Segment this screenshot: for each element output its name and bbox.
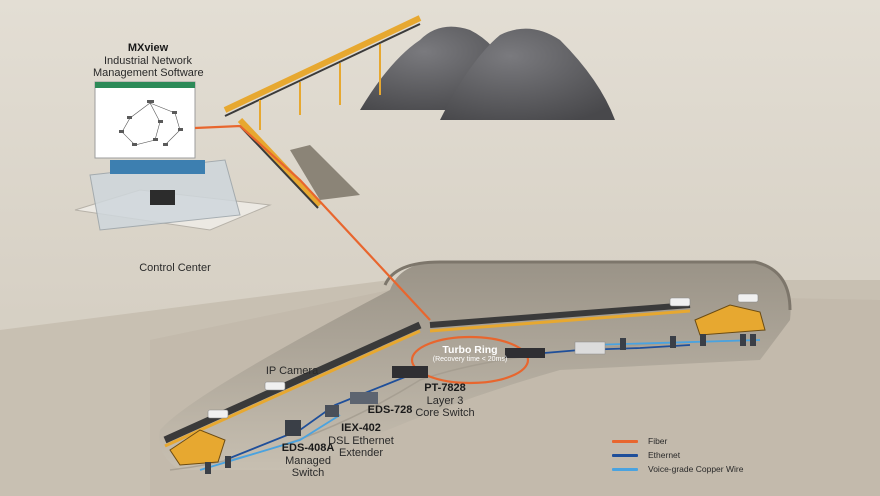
iex402-label: IEX-402 DSL Ethernet Extender xyxy=(320,422,402,460)
control-center-label: Control Center xyxy=(139,262,211,274)
software-description-line1: Industrial Network xyxy=(103,54,193,67)
legend-swatch xyxy=(612,439,638,443)
eds408a-line1: Managed xyxy=(285,454,331,467)
eds408a-label: EDS-408A Managed Switch xyxy=(268,442,348,480)
software-description-line2: Management Software xyxy=(93,67,204,80)
turbo-ring-title: Turbo Ring xyxy=(442,344,498,356)
eds408a-line2: Switch xyxy=(291,467,325,480)
surface-conveyor xyxy=(223,15,422,113)
software-name: MXview xyxy=(127,42,169,54)
legend-label: Ethernet xyxy=(648,450,681,460)
mining-machine-left xyxy=(169,429,226,466)
legend-label: Voice-grade Copper Wire xyxy=(648,464,744,474)
ip-camera-label: IP Camera xyxy=(265,365,319,377)
tunnel-conveyor-left xyxy=(163,321,422,444)
rock-pile-right xyxy=(440,28,615,121)
legend-item-copper: Voice-grade Copper Wire xyxy=(612,462,743,476)
legend-swatch xyxy=(612,467,638,471)
pt7828-device xyxy=(392,366,428,378)
tunnel-extender-device xyxy=(574,341,606,355)
fiber-cable-surface xyxy=(194,124,431,321)
copper-wire-left xyxy=(199,414,341,471)
mxview-screen xyxy=(94,81,196,159)
turbo-ring xyxy=(410,335,530,385)
turbo-ring-label: Turbo Ring (Recovery time < 20ms) xyxy=(418,344,522,364)
legend-swatch xyxy=(612,453,638,457)
eds408a-device xyxy=(285,420,301,436)
legend-item-fiber: Fiber xyxy=(612,434,743,448)
video-wall xyxy=(110,160,205,174)
mxview-label: MXview Industrial Network Management Sof… xyxy=(93,42,204,80)
turbo-ring-subtitle: (Recovery time < 20ms) xyxy=(432,356,508,364)
pt7828-line2: Core Switch xyxy=(415,407,475,420)
eds728-label: EDS-728 xyxy=(367,404,413,416)
iex402-line1: DSL Ethernet xyxy=(328,434,394,447)
legend: Fiber Ethernet Voice-grade Copper Wire xyxy=(612,434,743,476)
tunnel-conveyor-right xyxy=(429,302,691,328)
pt7828-label: PT-7828 Layer 3 Core Switch xyxy=(405,382,485,420)
mining-machine-right xyxy=(694,304,766,336)
legend-label: Fiber xyxy=(648,436,668,446)
ip-camera-icon xyxy=(669,297,691,307)
tunnel-switch-device xyxy=(505,348,545,358)
eds408a-model: EDS-408A xyxy=(281,442,335,454)
operator-desk xyxy=(150,190,175,205)
pt7828-model: PT-7828 xyxy=(424,382,466,394)
ip-camera-icon xyxy=(737,293,759,303)
iex402-device xyxy=(325,405,339,417)
pt7828-line1: Layer 3 xyxy=(426,394,464,407)
iex402-line2: Extender xyxy=(338,447,384,460)
iex402-model: IEX-402 xyxy=(341,422,381,434)
ip-camera-icon xyxy=(207,409,229,419)
mine-shaft xyxy=(290,145,360,200)
eds728-device xyxy=(350,392,378,404)
ip-camera-icon xyxy=(264,381,286,391)
legend-item-ethernet: Ethernet xyxy=(612,448,743,462)
